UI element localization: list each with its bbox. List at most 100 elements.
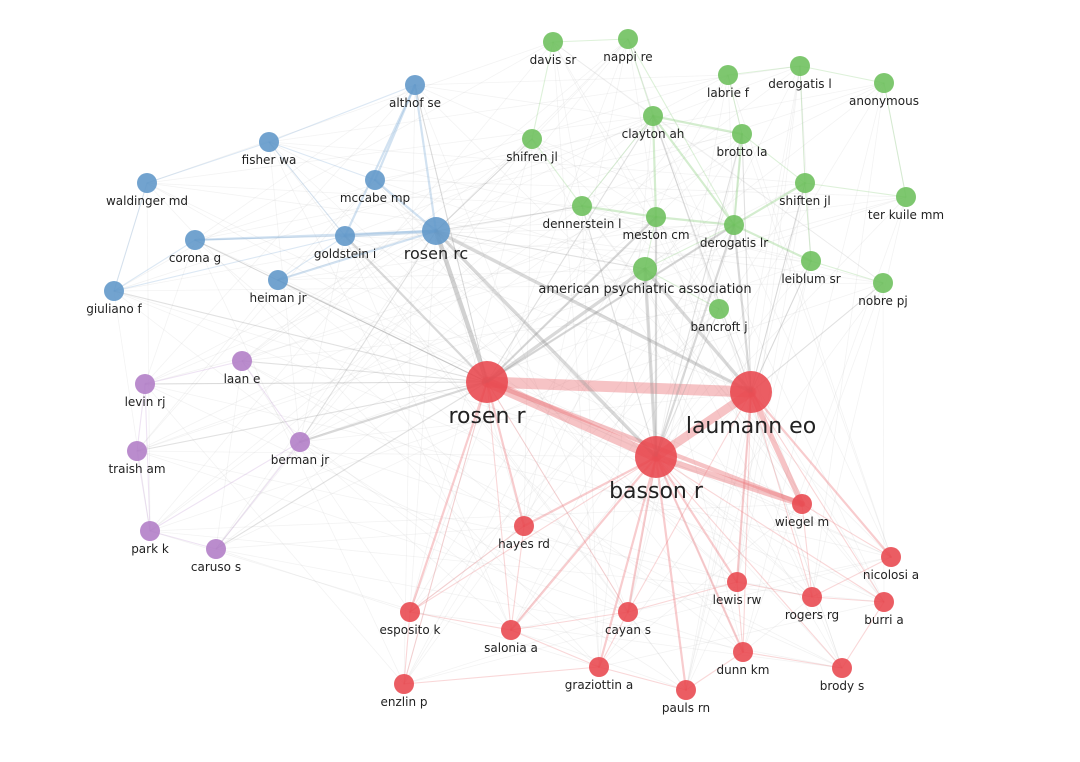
node-nobre-pj[interactable] xyxy=(873,273,893,293)
faint-edge xyxy=(215,308,720,550)
node-labrie-f[interactable] xyxy=(718,65,738,85)
node-berman-jr[interactable] xyxy=(290,432,310,452)
edge-levin-rj-traish-am xyxy=(136,383,146,452)
node-american-psychiatric-association[interactable] xyxy=(633,257,657,281)
node-anonymous[interactable] xyxy=(874,73,894,93)
node-shifren-jl[interactable] xyxy=(522,129,542,149)
node-label-heiman-jr: heiman jr xyxy=(249,291,306,305)
edge-rosen-r-cayan-s xyxy=(486,381,629,613)
faint-edge xyxy=(414,84,743,135)
node-shiften-jl[interactable] xyxy=(795,173,815,193)
node-meston-cm[interactable] xyxy=(646,207,666,227)
node-rosen-rc[interactable] xyxy=(422,217,450,245)
node-label-pauls-rn: pauls rn xyxy=(662,701,710,715)
node-althof-se[interactable] xyxy=(405,75,425,95)
edge-giuliano-f-corona-g xyxy=(113,239,196,292)
node-label-derogatis-l: derogatis l xyxy=(768,77,831,91)
node-dunn-km[interactable] xyxy=(733,642,753,662)
faint-edge xyxy=(652,115,884,284)
node-caruso-s[interactable] xyxy=(206,539,226,559)
node-laan-e[interactable] xyxy=(232,351,252,371)
node-pauls-rn[interactable] xyxy=(676,680,696,700)
edge-esposito-k-enzlin-p xyxy=(403,611,411,685)
node-dennerstein-l[interactable] xyxy=(572,196,592,216)
node-nicolosi-a[interactable] xyxy=(881,547,901,567)
node-nappi-re[interactable] xyxy=(618,29,638,49)
edge-rosen-rc-laumann-eo xyxy=(434,229,753,394)
edge-rosen-rc-basson-r xyxy=(434,229,658,459)
faint-edge xyxy=(299,441,738,583)
edge-rosen-rc-althof-se xyxy=(413,83,438,233)
node-laumann-eo[interactable] xyxy=(730,371,772,413)
faint-edge xyxy=(277,279,744,653)
node-rogers-rg[interactable] xyxy=(802,587,822,607)
node-waldinger-md[interactable] xyxy=(137,173,157,193)
node-graziottin-a[interactable] xyxy=(589,657,609,677)
edge-althof-se-goldstein-i xyxy=(343,83,417,238)
edge-heiman-jr-goldstein-i xyxy=(277,235,346,281)
faint-edge xyxy=(685,581,738,691)
node-rosen-r[interactable] xyxy=(466,361,508,403)
node-lewis-rw[interactable] xyxy=(727,572,747,592)
edge-basson-r-brody-s xyxy=(655,456,843,669)
faint-edge xyxy=(627,38,720,310)
node-cayan-s[interactable] xyxy=(618,602,638,622)
faint-edge xyxy=(655,456,813,598)
node-mccabe-mp[interactable] xyxy=(365,170,385,190)
faint-edge xyxy=(598,601,885,668)
node-burri-a[interactable] xyxy=(874,592,894,612)
faint-edge xyxy=(299,441,687,691)
node-goldstein-i[interactable] xyxy=(335,226,355,246)
edge-basson-r-bancroft-j xyxy=(655,308,720,458)
edge-basson-r-american-psychiatric-association xyxy=(643,267,658,459)
edge-fisher-wa-goldstein-i xyxy=(268,141,346,237)
node-traish-am[interactable] xyxy=(127,441,147,461)
edge-laumann-eo-burri-a xyxy=(750,391,885,603)
faint-edge xyxy=(403,84,416,685)
node-heiman-jr[interactable] xyxy=(268,270,288,290)
faint-edge xyxy=(644,268,657,458)
edge-rosen-r-levin-rj xyxy=(144,381,488,385)
faint-edge xyxy=(149,282,884,532)
node-basson-r[interactable] xyxy=(635,436,677,478)
node-fisher-wa[interactable] xyxy=(259,132,279,152)
node-ter-kuile-mm[interactable] xyxy=(896,187,916,207)
node-brody-s[interactable] xyxy=(832,658,852,678)
node-wiegel-m[interactable] xyxy=(792,494,812,514)
node-leiblum-sr[interactable] xyxy=(801,251,821,271)
node-giuliano-f[interactable] xyxy=(104,281,124,301)
node-park-k[interactable] xyxy=(140,521,160,541)
edge-waldinger-md-giuliano-f xyxy=(113,182,148,292)
edge-basson-r-salonia-a xyxy=(509,455,658,632)
node-bancroft-j[interactable] xyxy=(709,299,729,319)
node-brotto-la[interactable] xyxy=(732,124,752,144)
node-hayes-rd[interactable] xyxy=(514,516,534,536)
node-enzlin-p[interactable] xyxy=(394,674,414,694)
node-label-davis-sr: davis sr xyxy=(530,53,577,67)
node-corona-g[interactable] xyxy=(185,230,205,250)
faint-edge xyxy=(627,224,735,613)
edge-rosen-r-giuliano-f xyxy=(113,290,488,383)
node-derogatis-lr[interactable] xyxy=(724,215,744,235)
faint-edge xyxy=(299,65,801,443)
faint-edge xyxy=(811,82,885,598)
node-salonia-a[interactable] xyxy=(501,620,521,640)
edge-brotto-la-derogatis-lr xyxy=(732,132,744,227)
node-davis-sr[interactable] xyxy=(543,32,563,52)
faint-edge xyxy=(374,179,657,458)
faint-edge xyxy=(194,239,629,613)
node-layer xyxy=(104,29,916,700)
node-derogatis-l[interactable] xyxy=(790,56,810,76)
edge-dunn-km-brody-s xyxy=(742,651,843,669)
faint-edge xyxy=(149,115,654,532)
node-levin-rj[interactable] xyxy=(135,374,155,394)
faint-edge xyxy=(627,38,657,218)
faint-edge xyxy=(742,596,813,653)
node-esposito-k[interactable] xyxy=(400,602,420,622)
edge-corona-g-goldstein-i xyxy=(194,235,346,241)
edge-laumann-eo-dunn-km xyxy=(742,391,752,653)
faint-edge xyxy=(344,65,801,237)
node-label-althof-se: althof se xyxy=(389,96,441,110)
node-clayton-ah[interactable] xyxy=(643,106,663,126)
node-label-leiblum-sr: leiblum sr xyxy=(781,272,840,286)
